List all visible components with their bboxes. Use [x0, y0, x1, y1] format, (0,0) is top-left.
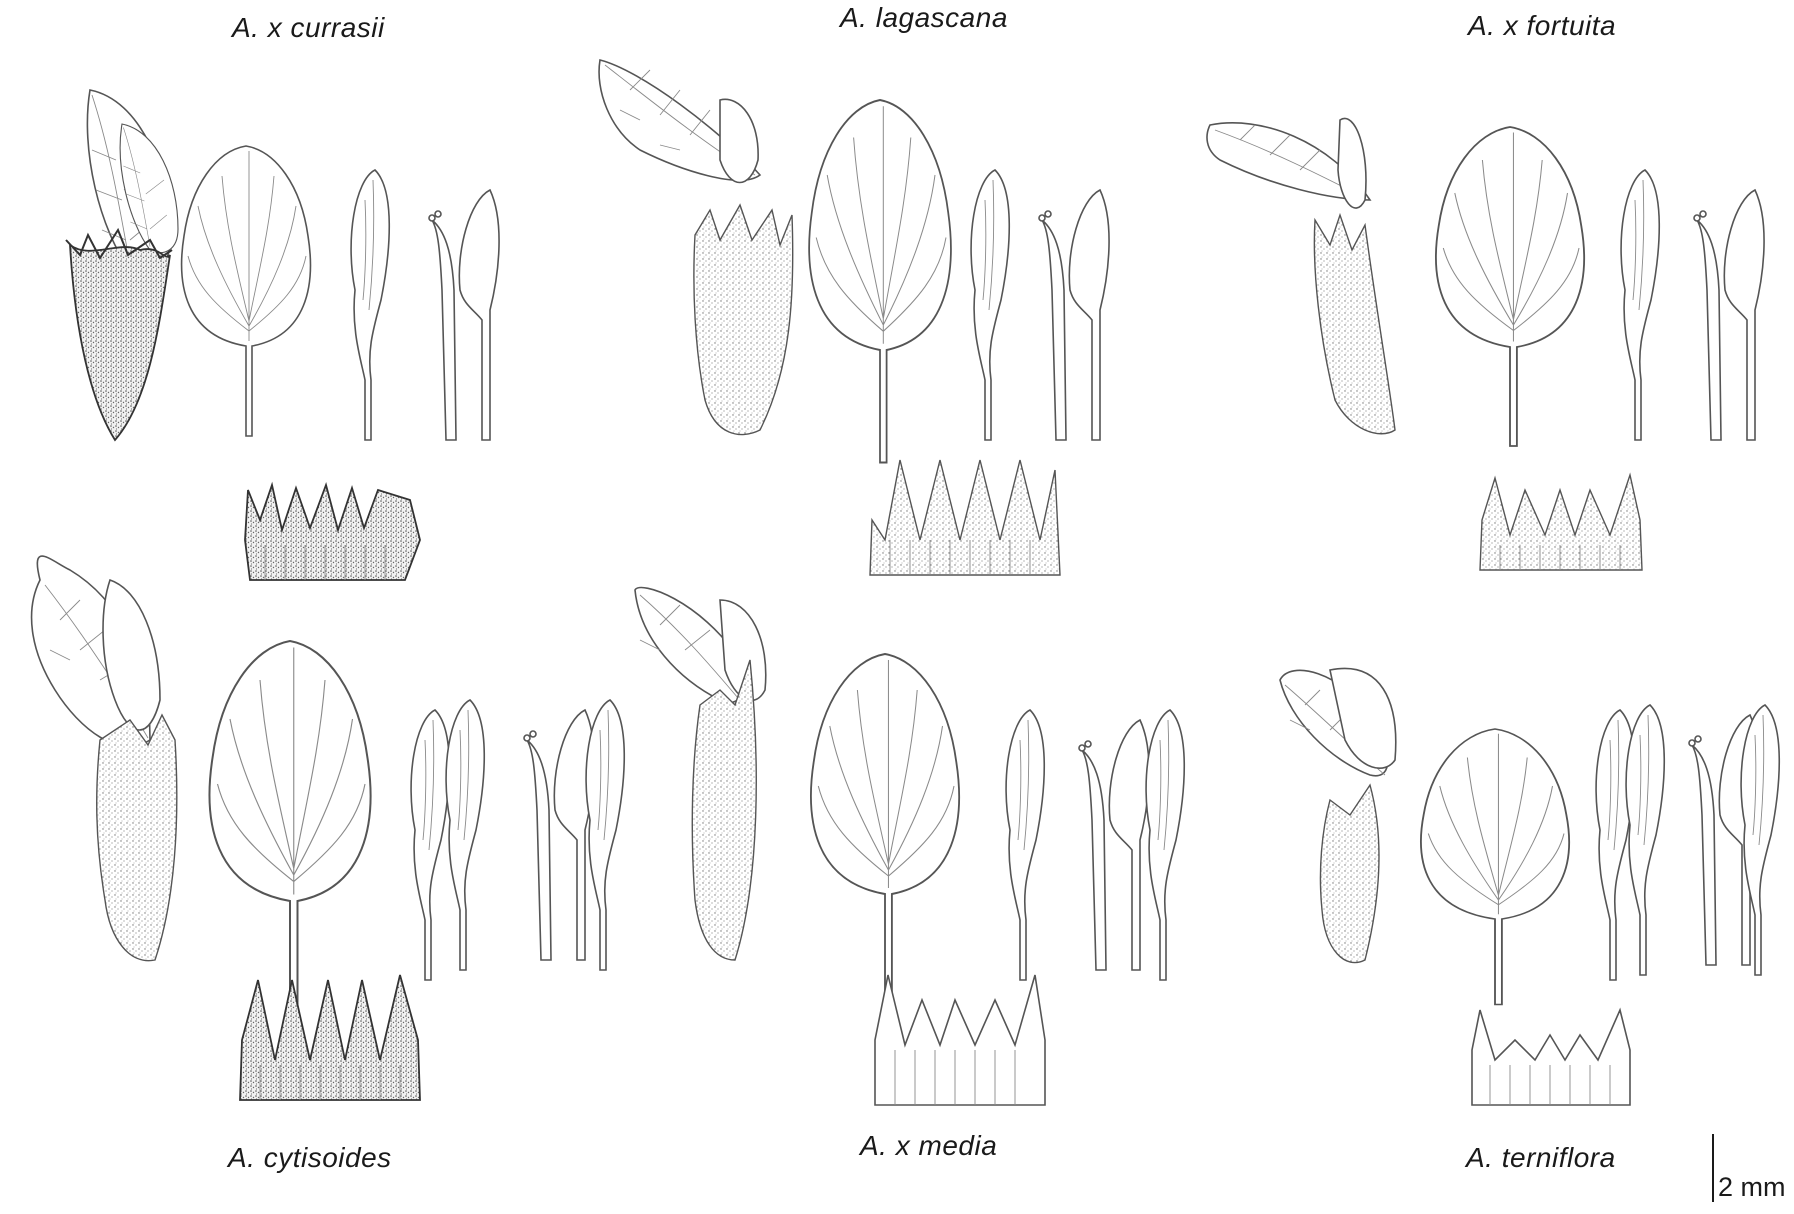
- fortuita-drawing: [1206, 117, 1765, 571]
- lagascana-drawing: [598, 59, 1110, 576]
- species-label-terniflora: A. terniflora: [1466, 1142, 1616, 1173]
- species-label-cytisoides: A. cytisoides: [228, 1142, 392, 1173]
- species-label-currasii: A. x currasii: [232, 12, 385, 43]
- scale-bar-line: [1712, 1134, 1714, 1202]
- species-label-media: A. x media: [860, 1130, 998, 1161]
- species-label-lagascana: A. lagascana: [840, 2, 1008, 33]
- species-label-fortuita: A. x fortuita: [1468, 10, 1617, 41]
- currasii-drawing: [65, 89, 500, 581]
- media-drawing: [634, 586, 1186, 1106]
- cytisoides-drawing: [30, 555, 626, 1101]
- terniflora-drawing: [1279, 667, 1781, 1106]
- scale-bar-label: 2 mm: [1718, 1172, 1786, 1202]
